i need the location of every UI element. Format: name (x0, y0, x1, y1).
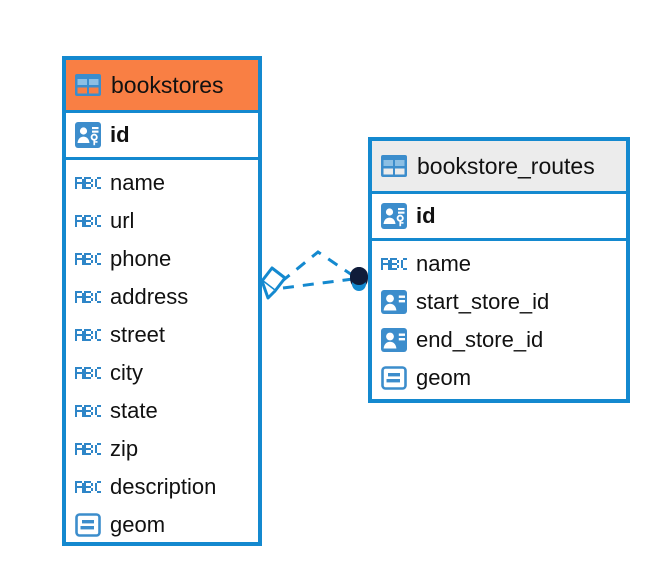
column-name-label: address (110, 284, 189, 309)
filled-circle-marker (350, 267, 368, 291)
entity-title-bookstores: bookstores (111, 71, 224, 98)
text-type-icon (381, 256, 407, 272)
column-row-name[interactable]: name (372, 245, 626, 283)
column-row-state[interactable]: state (66, 392, 258, 430)
column-row-end-store-id[interactable]: end_store_id (372, 321, 626, 359)
column-row-geom[interactable]: geom (372, 359, 626, 397)
column-name-label: name (110, 170, 166, 195)
column-row-city[interactable]: city (66, 354, 258, 392)
column-row-phone[interactable]: phone (66, 240, 258, 278)
column-row-url[interactable]: url (66, 202, 258, 240)
column-name-label: city (110, 360, 143, 385)
text-type-icon (75, 479, 101, 495)
column-row-name[interactable]: name (66, 164, 258, 202)
text-type-icon (75, 289, 101, 305)
text-type-icon (75, 327, 101, 343)
primary-key-section-bookstores: id (66, 110, 258, 160)
text-type-icon (75, 175, 101, 191)
entity-header-bookstore-routes[interactable]: bookstore_routes (372, 141, 626, 191)
columns-section-bookstore-routes: name start_store_id (372, 241, 626, 397)
diamond-marker (260, 266, 287, 300)
column-row-street[interactable]: street (66, 316, 258, 354)
text-type-icon (75, 441, 101, 457)
column-row-id[interactable]: id (372, 194, 626, 238)
geometry-type-icon (75, 513, 101, 537)
column-name-label: zip (110, 436, 139, 461)
text-type-icon (75, 251, 101, 267)
columns-section-bookstores: name u (66, 160, 258, 544)
foreign-key-icon (381, 328, 407, 352)
column-row-zip[interactable]: zip (66, 430, 258, 468)
column-name-label: url (110, 208, 135, 233)
primary-key-section-bookstore-routes: id (372, 191, 626, 241)
primary-key-icon (381, 203, 407, 229)
text-type-icon (75, 213, 101, 229)
column-name-label: street (110, 322, 166, 347)
column-row-description[interactable]: description (66, 468, 258, 506)
text-type-icon (75, 365, 101, 381)
column-row-geom[interactable]: geom (66, 506, 258, 544)
column-name-label: geom (110, 512, 166, 537)
table-icon (75, 74, 101, 96)
column-name-label: state (110, 398, 158, 423)
column-row-id[interactable]: id (66, 113, 258, 157)
relationship-line-end-store-id[interactable] (280, 250, 356, 284)
geometry-type-icon (381, 366, 407, 390)
column-name-id: id (416, 203, 436, 228)
column-name-id: id (110, 122, 130, 147)
entity-table-bookstore-routes[interactable]: bookstore_routes id (368, 137, 630, 403)
foreign-key-icon (381, 290, 407, 314)
column-name-label: phone (110, 246, 172, 271)
column-name-label: description (110, 474, 217, 499)
column-name-label: geom (416, 365, 472, 390)
column-name-label: name (416, 251, 472, 276)
column-name-label: end_store_id (416, 327, 544, 352)
text-type-icon (75, 403, 101, 419)
entity-header-bookstores[interactable]: bookstores (66, 60, 258, 110)
column-name-label: start_store_id (416, 289, 550, 314)
entity-table-bookstores[interactable]: bookstores id (62, 56, 262, 546)
relationship-line-start-store-id[interactable] (282, 277, 354, 290)
column-row-address[interactable]: address (66, 278, 258, 316)
column-row-start-store-id[interactable]: start_store_id (372, 283, 626, 321)
entity-title-bookstore-routes: bookstore_routes (417, 152, 595, 179)
table-icon (381, 155, 407, 177)
primary-key-icon (75, 122, 101, 148)
